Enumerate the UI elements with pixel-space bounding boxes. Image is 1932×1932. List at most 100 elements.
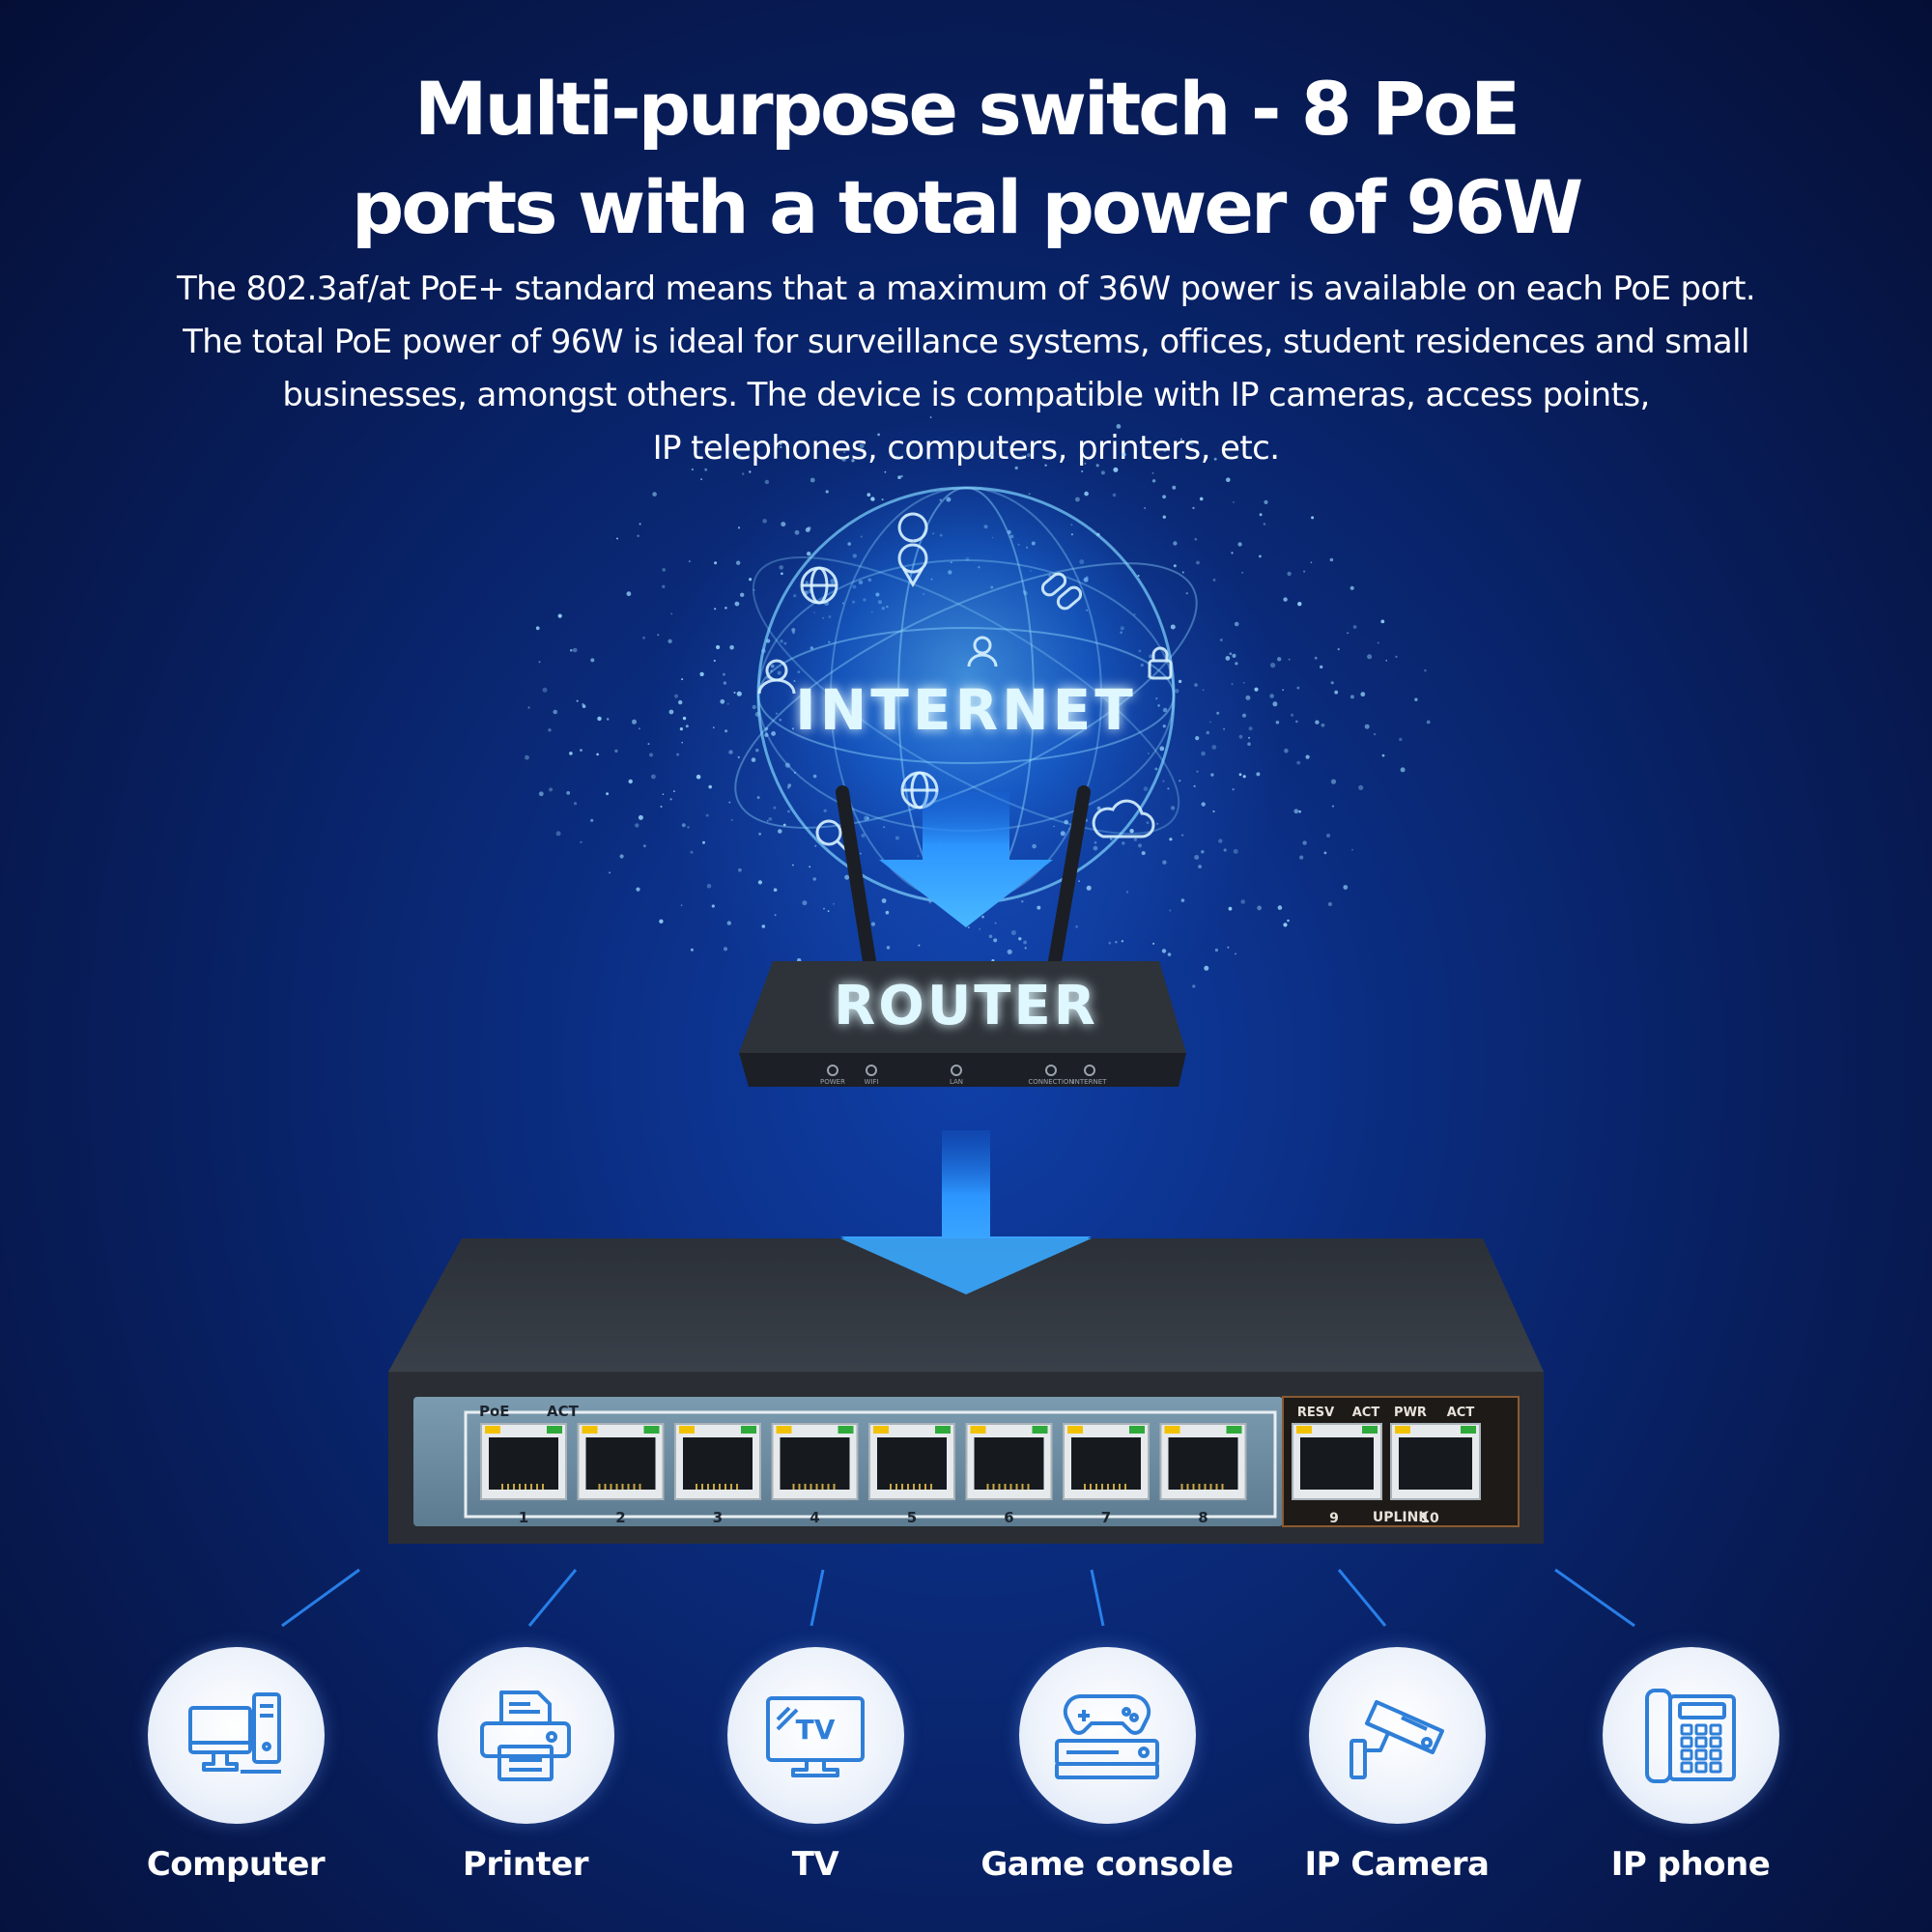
- router-indicator-label: CONNECTION: [1028, 1078, 1073, 1086]
- particle-dot: [1209, 721, 1211, 724]
- particle-dot: [1194, 683, 1198, 687]
- particle-dot: [734, 601, 740, 607]
- particle-dot: [988, 934, 993, 939]
- particle-dot: [569, 752, 573, 755]
- device-game-console: Game console: [952, 1647, 1262, 1884]
- particle-dot: [885, 910, 890, 915]
- particle-dot: [1347, 632, 1350, 635]
- particle-dot: [704, 468, 708, 471]
- particle-dot: [1385, 660, 1387, 662]
- particle-dot: [1115, 941, 1118, 944]
- particle-dot: [1206, 730, 1210, 735]
- particle-dot: [1296, 686, 1300, 690]
- description-line-2: The total PoE power of 96W is ideal for …: [183, 323, 1749, 361]
- particle-dot: [781, 522, 786, 527]
- particle-dot: [736, 454, 742, 459]
- particle-dot: [681, 741, 683, 744]
- particle-dot: [1297, 602, 1302, 607]
- particle-dot: [647, 743, 650, 746]
- particle-dot: [782, 823, 786, 827]
- particle-dot: [1277, 905, 1283, 910]
- particle-dot: [1214, 948, 1218, 952]
- particle-dot: [637, 534, 639, 537]
- particle-dot: [1196, 560, 1200, 565]
- particle-dot: [590, 818, 594, 822]
- poe-port: 8: [1159, 1423, 1247, 1526]
- particle-dot: [1303, 570, 1306, 573]
- particle-dot: [662, 793, 665, 795]
- particle-dot: [714, 561, 718, 565]
- particle-dot: [1352, 625, 1357, 629]
- particle-dot: [897, 475, 901, 480]
- act-led: [838, 1426, 854, 1434]
- particle-dot: [659, 919, 664, 923]
- particle-dot: [1327, 901, 1332, 907]
- particle-dot: [678, 699, 683, 705]
- particle-dot: [1146, 821, 1150, 824]
- particle-dot: [1254, 687, 1259, 692]
- particle-dot: [779, 441, 782, 445]
- particle-dot: [1351, 848, 1353, 851]
- particle-dot: [1129, 829, 1134, 834]
- particle-dot: [636, 887, 640, 892]
- particle-dot: [616, 537, 618, 540]
- internet-to-router-arrow: [879, 792, 1053, 927]
- particle-dot: [1138, 843, 1142, 848]
- particle-dot: [1204, 965, 1209, 971]
- particle-dot: [1027, 453, 1031, 458]
- act-led: [741, 1426, 756, 1434]
- router-indicator-label: POWER: [820, 1078, 845, 1086]
- particle-dot: [1287, 571, 1292, 577]
- uplink-label: UPLINK: [1373, 1510, 1430, 1525]
- particle-dot: [580, 749, 582, 752]
- particle-dot: [619, 854, 624, 859]
- particle-dot: [1399, 737, 1403, 742]
- router-indicator-label: WIFI: [864, 1078, 878, 1086]
- particle-dot: [812, 877, 816, 881]
- particle-dot: [716, 644, 721, 650]
- particle-dot: [749, 470, 752, 473]
- particle-dot: [1122, 452, 1126, 457]
- particle-dot: [1287, 919, 1290, 923]
- particle-dot: [1225, 656, 1231, 661]
- particle-dot: [1180, 898, 1185, 902]
- particle-dot: [573, 802, 578, 806]
- particle-dot: [728, 750, 733, 754]
- particle-dot: [1121, 940, 1124, 943]
- particle-dot: [726, 921, 731, 925]
- particle-dot: [1343, 885, 1349, 890]
- particle-dot: [807, 552, 811, 556]
- particle-dot: [1360, 692, 1366, 697]
- particle-dot: [814, 844, 817, 847]
- uplink-led-header: ACT: [1447, 1406, 1475, 1420]
- particle-dot: [696, 774, 701, 780]
- particle-dot: [1201, 751, 1206, 756]
- particle-dot: [1162, 860, 1167, 865]
- port-number: 7: [1101, 1509, 1111, 1526]
- particle-dot: [632, 719, 637, 724]
- particle-dot: [1199, 497, 1204, 501]
- particle-dot: [1373, 732, 1377, 736]
- particle-dot: [1084, 491, 1089, 497]
- poe-led: [1164, 1426, 1180, 1434]
- particle-dot: [570, 648, 573, 652]
- particle-dot: [827, 910, 830, 913]
- particle-dot: [1299, 855, 1304, 860]
- particle-dot: [723, 947, 728, 952]
- particle-dot: [1226, 477, 1231, 483]
- particle-dot: [738, 867, 742, 872]
- particle-dot: [1173, 541, 1178, 546]
- description-line-1: The 802.3af/at PoE+ standard means that …: [176, 270, 1756, 308]
- particle-dot: [1235, 952, 1236, 955]
- particle-dot: [1288, 658, 1291, 661]
- particle-dot: [705, 813, 709, 817]
- particle-dot: [1377, 641, 1379, 644]
- poe-port: 6: [965, 1423, 1053, 1526]
- port-number: 8: [1198, 1509, 1208, 1526]
- poe-led: [970, 1426, 986, 1434]
- particle-dot: [1283, 597, 1288, 602]
- particle-dot: [673, 790, 675, 792]
- particle-dot: [753, 588, 755, 591]
- particle-dot: [1259, 513, 1263, 517]
